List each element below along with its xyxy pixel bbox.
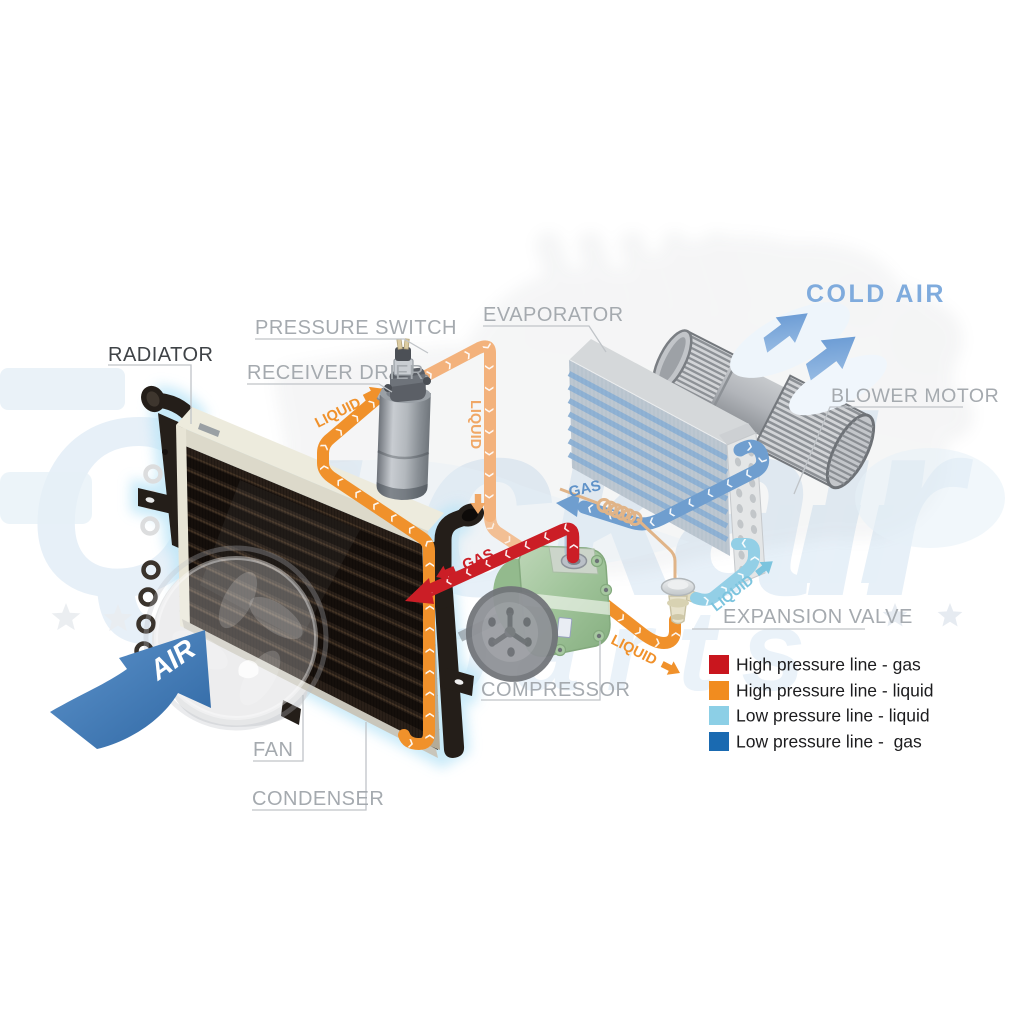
leader-pressure-switch: [255, 338, 429, 354]
condenser-top-band: [176, 407, 444, 531]
label-blower-motor: BLOWER MOTOR: [831, 385, 999, 407]
label-receiver-drier: RECEIVER DRIER: [247, 362, 424, 384]
watermark-star: [51, 603, 81, 631]
label-condenser: CONDENSER: [252, 788, 384, 810]
cold-air-label: COLD AIR: [806, 280, 946, 308]
label-radiator: RADIATOR: [108, 344, 214, 366]
compressor-pulley: [465, 586, 559, 682]
label-expansion-valve: EXPANSION VALVE: [723, 606, 913, 628]
label-evaporator: EVAPORATOR: [483, 304, 624, 326]
watermark-star: [882, 603, 908, 627]
cold-air-arrow-2: [805, 336, 856, 381]
receiver-drier: [375, 338, 431, 500]
leader-lines: [108, 325, 963, 811]
legend-label: High pressure line - liquid: [736, 681, 933, 701]
legend-label: Low pressure line - liquid: [736, 706, 930, 726]
liquid-label-down: LIQUID: [467, 400, 486, 514]
leader-fan: [253, 695, 304, 762]
liquid-line-drier-down: [414, 340, 496, 522]
gas-line-compressor-to-condenser: [417, 522, 580, 600]
component-labels: RADIATOR PRESSURE SWITCH RECEIVER DRIER …: [108, 304, 999, 811]
txv-capillary: [559, 487, 677, 578]
liquid-line-condenser-to-drier: [317, 391, 435, 750]
cold-air-group: COLD AIR: [730, 280, 946, 416]
legend-label: High pressure line - gas: [736, 655, 921, 675]
bottom-bracket: [281, 700, 301, 725]
cold-air-swoosh: [730, 302, 850, 378]
liquid-line-to-valve: [591, 592, 681, 649]
watermark-star: [103, 604, 133, 632]
label-fan: FAN: [253, 739, 293, 761]
leader-condenser: [252, 722, 367, 811]
liquid-label-text: LIQUID: [467, 400, 483, 449]
gas-label-low: GAS: [567, 477, 603, 501]
legend-label: Low pressure line - gas: [736, 732, 922, 752]
legend-swatch: [709, 655, 729, 674]
drier-cylinder: [376, 385, 431, 500]
leader-blower-motor: [793, 406, 963, 495]
legend: High pressure line - gas High pressure l…: [709, 655, 933, 752]
cooling-fan: [143, 545, 329, 731]
leader-evaporator: [483, 325, 607, 353]
label-pressure-switch: PRESSURE SWITCH: [255, 317, 457, 339]
left-bracket: [138, 488, 172, 514]
liquid-line-behind-compressor: [484, 510, 603, 604]
cold-air-arrow-1: [763, 313, 808, 353]
label-compressor: COMPRESSOR: [481, 679, 630, 701]
legend-swatch: [709, 732, 729, 751]
gas-line-arrowhead: [405, 578, 434, 604]
gas-line-arrowhead: [556, 492, 580, 517]
watermark-star: [937, 603, 963, 627]
leader-radiator: [108, 364, 192, 424]
condenser-unit: [134, 385, 444, 758]
liquid-line-valve-to-evaporator: [690, 538, 760, 606]
pressure-switch: [384, 338, 431, 402]
gas-label-text: GAS: [567, 477, 603, 501]
leader-receiver-drier: [247, 383, 393, 393]
legend-swatch: [709, 681, 729, 700]
leader-compressor: [481, 641, 601, 701]
legend-swatch: [709, 706, 729, 725]
